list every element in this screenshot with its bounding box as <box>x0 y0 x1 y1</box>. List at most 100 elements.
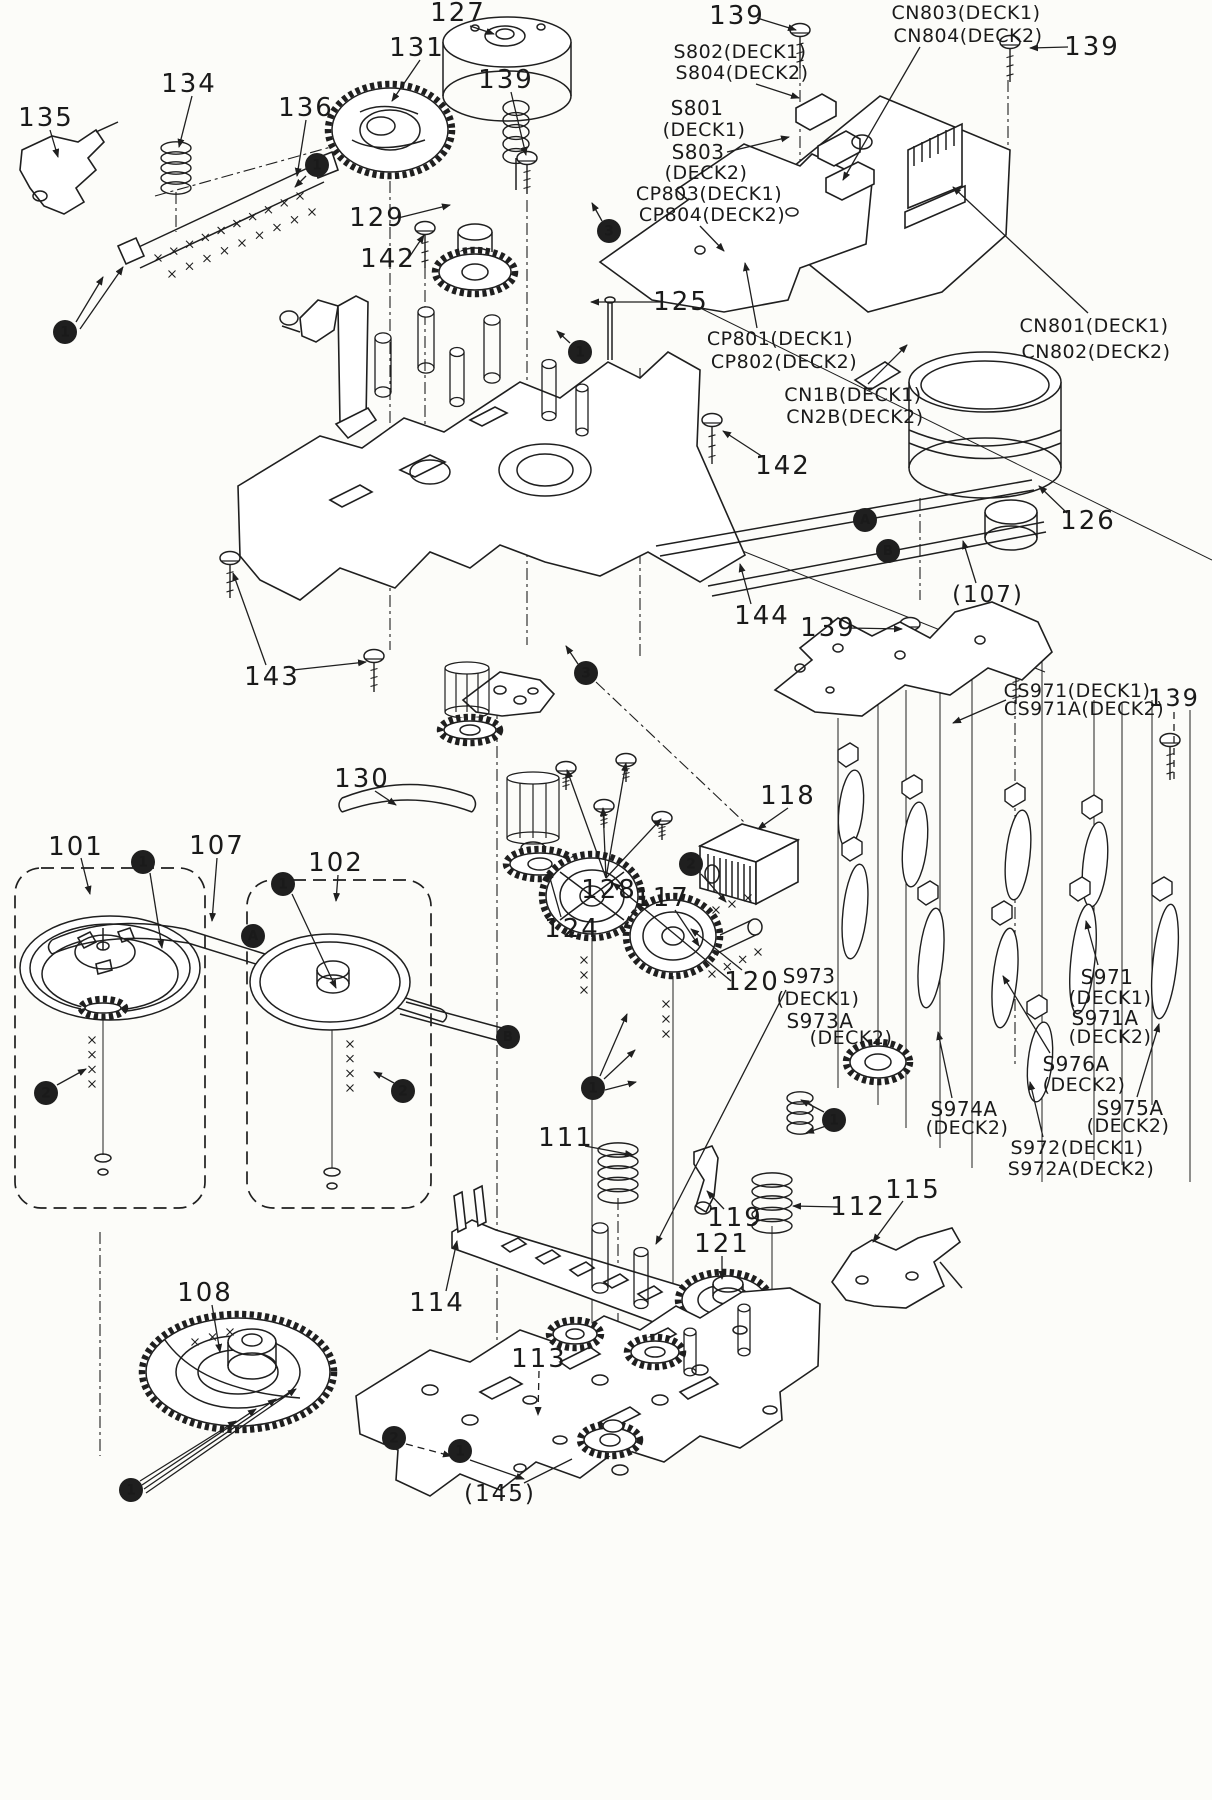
callout-125: 125 <box>653 287 709 317</box>
leader-line <box>952 186 1089 314</box>
switch-head <box>917 880 939 906</box>
screw-thread <box>1012 695 1020 700</box>
callout-S803: S803 <box>672 140 725 164</box>
callout-S971: S971 <box>1081 965 1134 989</box>
detail-ellipse <box>694 245 706 255</box>
part-outline <box>334 406 378 440</box>
x-mark <box>580 986 588 994</box>
leader-line <box>605 762 629 879</box>
gear-rim <box>331 87 449 173</box>
screw-thread <box>796 42 804 46</box>
part-outline <box>568 1261 596 1277</box>
detail-ellipse <box>732 1325 748 1335</box>
detail-ellipse <box>908 351 1062 413</box>
callout-139: 139 <box>478 65 534 95</box>
keyed-marker-1: 1 <box>305 153 329 177</box>
x-mark <box>273 223 281 232</box>
keyed-marker-circle <box>581 1076 605 1100</box>
callout-S975A: S975A <box>1096 1096 1163 1120</box>
detail-ellipse <box>599 1433 621 1447</box>
part-outline <box>636 1285 664 1301</box>
leader-line <box>604 1080 637 1091</box>
leader-line <box>291 893 337 989</box>
switch-head <box>901 774 923 800</box>
callout-121: 121 <box>694 1229 750 1259</box>
post-top <box>483 314 501 326</box>
detail-ellipse <box>704 864 720 884</box>
spring-coil <box>502 135 530 153</box>
callout-126: 126 <box>1060 506 1116 536</box>
screw-thread <box>1006 73 1014 77</box>
part-curve <box>351 139 426 149</box>
detail-ellipse <box>651 1394 669 1406</box>
x-mark <box>346 1084 354 1092</box>
detail-ellipse <box>536 23 546 31</box>
x-mark <box>290 215 299 224</box>
leader-line <box>232 572 267 666</box>
detail-ellipse <box>495 28 515 40</box>
leader-line <box>565 645 579 665</box>
leader-line <box>872 1200 904 1243</box>
detail-ellipse <box>74 934 136 970</box>
leader-line <box>1038 485 1068 514</box>
leader-line <box>469 25 495 35</box>
leader-line <box>743 262 758 329</box>
detail-ellipse <box>855 1275 869 1285</box>
x-mark <box>264 205 273 214</box>
leader-line <box>726 135 790 153</box>
x-mark <box>712 906 720 914</box>
callout-S976A: S976A <box>1042 1052 1109 1076</box>
spring-coil <box>597 1165 639 1181</box>
callout-CN804(DECK2): CN804(DECK2) <box>893 25 1042 47</box>
leader-line <box>209 857 218 922</box>
detail-ellipse <box>527 857 553 871</box>
callout-124: 124 <box>544 914 600 944</box>
detail-ellipse <box>459 724 481 736</box>
part-curve <box>47 939 53 955</box>
part-outline <box>500 1237 528 1253</box>
detail-ellipse <box>470 24 480 32</box>
callout-119: 119 <box>707 1203 763 1233</box>
part-curve <box>164 1339 301 1399</box>
keyed-marker-circle <box>574 661 598 685</box>
keyed-marker-circle <box>448 1439 472 1463</box>
part-curve <box>908 429 1062 447</box>
x-mark <box>185 262 194 271</box>
callout-135: 135 <box>18 103 74 133</box>
x-mark <box>201 233 210 242</box>
screw-thread <box>796 51 804 55</box>
part-outline <box>116 236 146 266</box>
detail-ellipse <box>565 1328 585 1340</box>
spring-coil <box>751 1195 793 1211</box>
callout-S972A(DECK2): S972A(DECK2) <box>1008 1158 1155 1180</box>
leader-line <box>566 769 607 879</box>
detail-ellipse <box>522 1395 538 1405</box>
detail-ellipse <box>762 1405 778 1415</box>
screw-thread <box>370 675 378 680</box>
keyed-marker-circle <box>568 340 592 364</box>
detail-ellipse <box>421 1384 439 1396</box>
detail-ellipse <box>691 1364 709 1376</box>
callout-142: 142 <box>360 244 416 274</box>
detail-ellipse <box>513 695 527 705</box>
callout-(DECK1): (DECK1) <box>1069 987 1152 1009</box>
leader-line <box>792 1202 840 1210</box>
leader-line <box>405 1443 452 1458</box>
screw-thread <box>1166 753 1174 757</box>
part-outline <box>19 128 106 215</box>
detail-ellipse <box>661 926 685 946</box>
callout-(DECK2): (DECK2) <box>665 162 748 184</box>
part-outline <box>453 1190 467 1234</box>
leader-line <box>79 266 124 330</box>
x-mark <box>248 212 257 221</box>
screw-head <box>1159 732 1181 748</box>
x-mark <box>203 254 211 263</box>
switch-head <box>1151 876 1173 902</box>
detail-ellipse <box>259 941 401 1023</box>
detail-ellipse <box>527 687 539 695</box>
leader-line <box>534 1370 542 1416</box>
keyed-marker-circle <box>822 1108 846 1132</box>
leader-line <box>469 1459 525 1480</box>
